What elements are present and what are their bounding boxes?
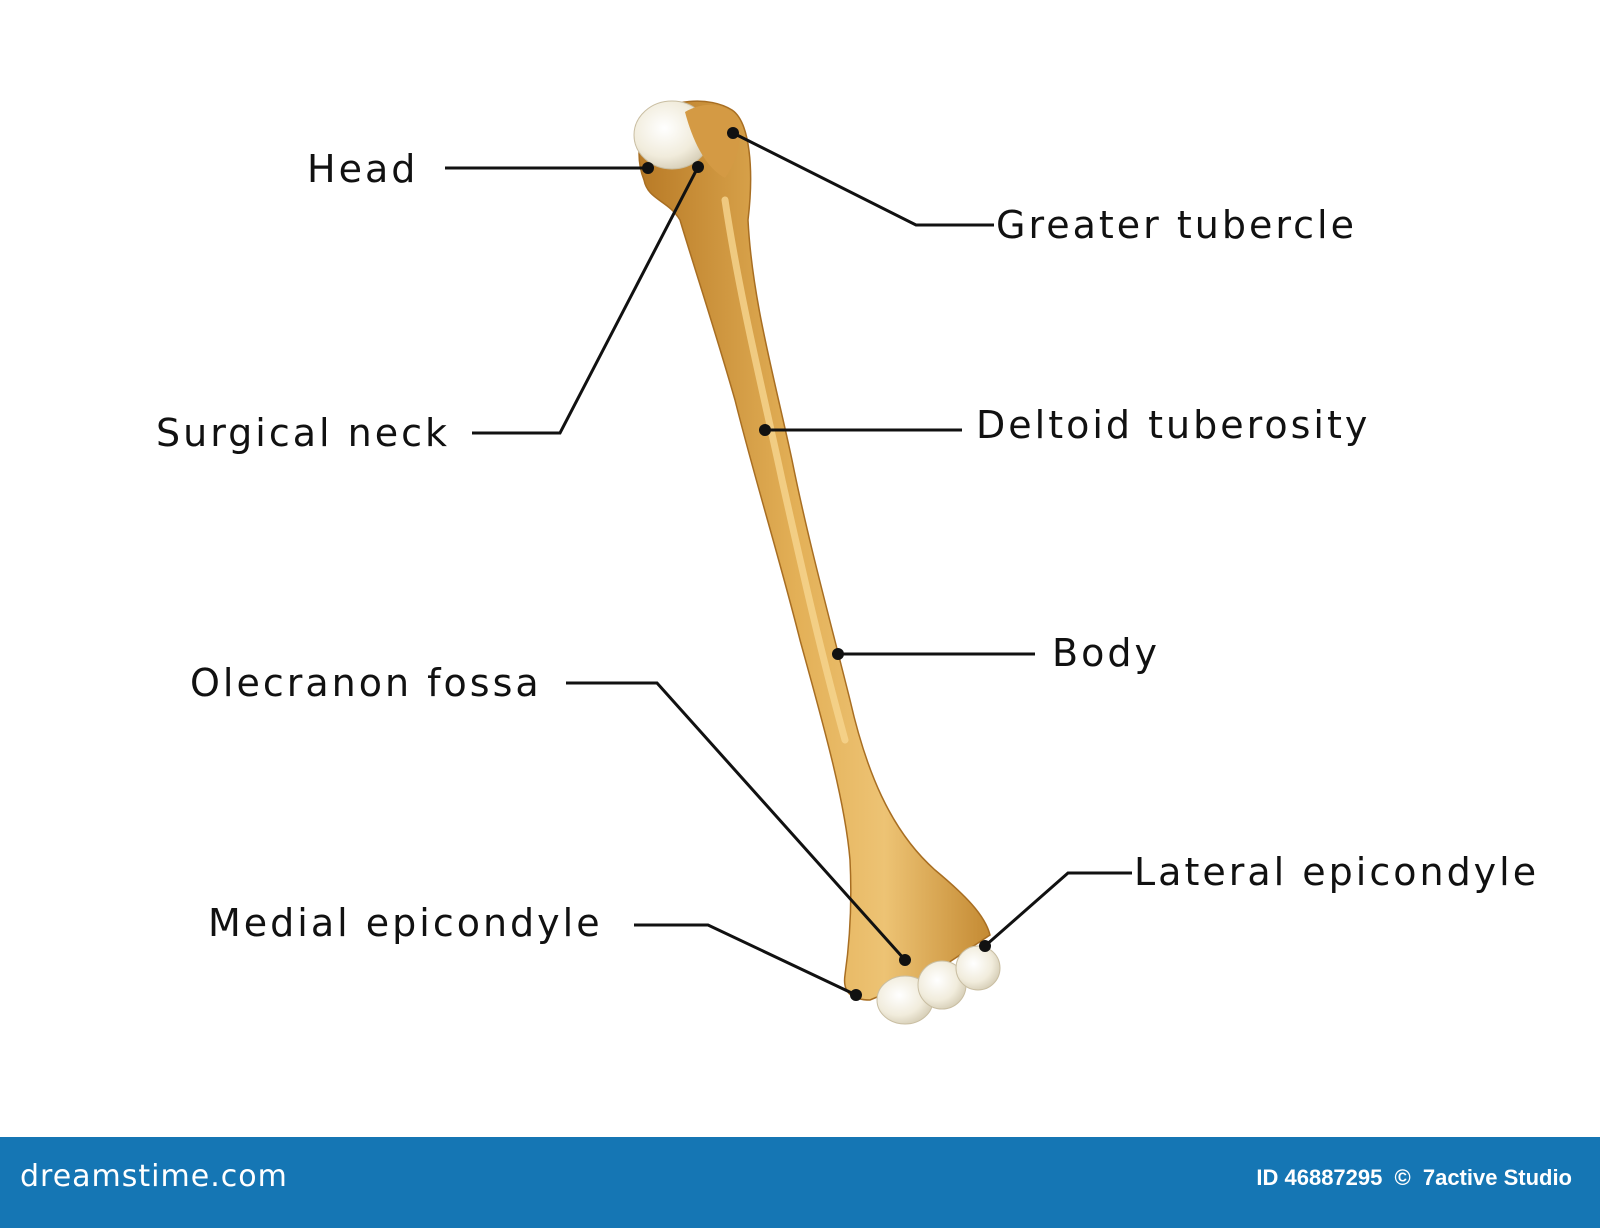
humerus-shaft — [638, 100, 991, 1001]
leader-medial-epicondyle — [634, 923, 857, 997]
label-deltoid-tuberosity: Deltoid tuberosity — [976, 403, 1371, 447]
leader-lines — [445, 131, 1132, 997]
label-head: Head — [307, 147, 419, 191]
footer-bar: dreamstime.com ID 46887295 © 7active Stu… — [0, 1137, 1600, 1228]
label-lateral-epicondyle: Lateral epicondyle — [1134, 850, 1540, 894]
dot-body — [832, 648, 844, 660]
label-surgical-neck: Surgical neck — [156, 411, 451, 455]
leader-greater-tubercle — [732, 131, 994, 227]
dot-deltoid-tuberosity — [759, 424, 771, 436]
distal-condyles — [876, 945, 1001, 1025]
dot-medial-epicondyle — [850, 989, 862, 1001]
leader-olecranon-fossa — [566, 681, 907, 962]
dot-lateral-epicondyle — [979, 940, 991, 952]
shaft-highlight — [721, 196, 849, 744]
leader-dots — [642, 127, 991, 1001]
label-greater-tubercle: Greater tubercle — [996, 203, 1357, 247]
site-logo: dreamstime.com — [20, 1159, 288, 1194]
label-body: Body — [1052, 631, 1160, 675]
dot-greater-tubercle — [727, 127, 739, 139]
copyright-symbol: © — [1394, 1165, 1411, 1190]
dot-surgical-neck — [692, 161, 704, 173]
dot-olecranon-fossa — [899, 954, 911, 966]
humerus-bone — [633, 100, 1001, 1025]
image-credit: ID 46887295 © 7active Studio — [1256, 1165, 1572, 1191]
head-bone-cap — [685, 104, 740, 178]
author-name: 7active Studio — [1422, 1165, 1572, 1190]
label-medial-epicondyle: Medial epicondyle — [208, 901, 603, 945]
leader-surgical-neck — [472, 166, 700, 435]
leader-lateral-epicondyle — [984, 871, 1132, 948]
label-olecranon-fossa: Olecranon fossa — [190, 661, 542, 705]
image-id: ID 46887295 — [1256, 1165, 1383, 1190]
dot-head — [642, 162, 654, 174]
